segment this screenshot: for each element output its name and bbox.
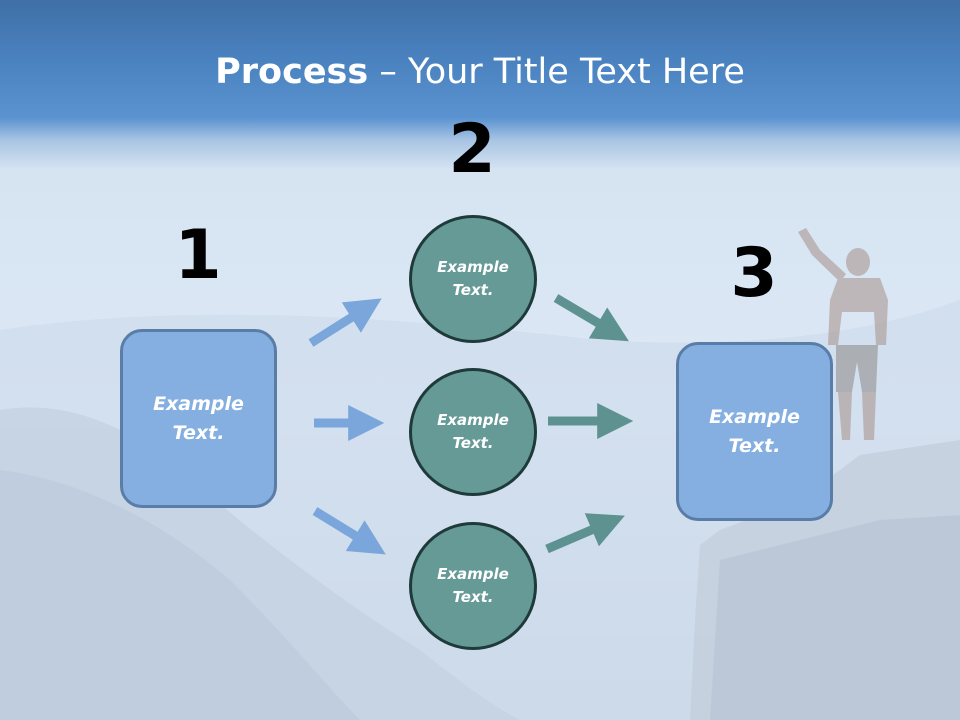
title-rest: – Your Title Text Here bbox=[368, 52, 745, 92]
circle-top-line1: Example bbox=[437, 257, 509, 276]
step-number-2: 2 bbox=[448, 110, 496, 189]
step-number-3: 3 bbox=[730, 234, 778, 313]
slide-title: Process – Your Title Text Here bbox=[0, 52, 960, 92]
circle-middle-line1: Example bbox=[437, 410, 509, 429]
circle-bottom-line2: Text. bbox=[452, 588, 494, 606]
step-1-label-line1: Example bbox=[153, 393, 244, 415]
step-number-1: 1 bbox=[174, 216, 222, 295]
circle-bottom-line1: Example bbox=[437, 564, 509, 583]
step-3-label-line2: Text. bbox=[728, 434, 781, 457]
step-3-label-line1: Example bbox=[709, 406, 800, 428]
arrow-1-to-top bbox=[308, 298, 382, 347]
step-1-label-line2: Text. bbox=[172, 421, 225, 444]
circle-middle-line2: Text. bbox=[452, 434, 494, 452]
circle-top-line2: Text. bbox=[452, 281, 494, 299]
person-figure bbox=[798, 228, 888, 440]
arrow-top-to-3 bbox=[553, 294, 629, 342]
title-bold: Process bbox=[215, 52, 369, 92]
arrow-1-to-bottom bbox=[312, 507, 386, 555]
arrow-bottom-to-3 bbox=[545, 513, 625, 554]
